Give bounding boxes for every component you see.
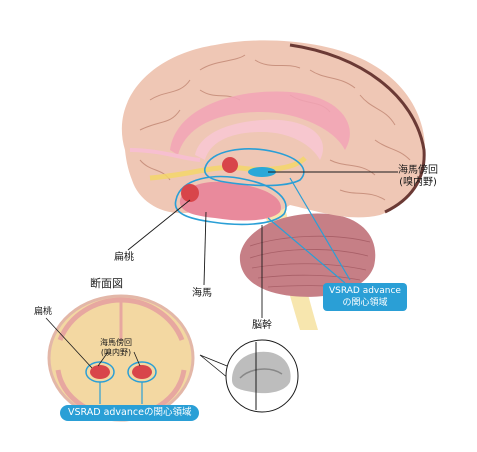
vsrad-callout: VSRAD advance の関心領域 — [323, 283, 407, 311]
pathway-yellow — [149, 156, 307, 181]
section-label-amygdala: 扁桃 — [34, 307, 53, 317]
inset-magnifier — [199, 339, 299, 413]
label-amygdala: 扁桃 — [114, 252, 134, 263]
section-label-parahippocampal: 海馬傍回 (嗅内野) — [100, 338, 132, 358]
section-label-entorhinal-text: (嗅内野) — [100, 348, 132, 357]
entorhinal-highlight — [248, 167, 276, 177]
brain-sagittal-illustration — [121, 40, 426, 330]
cerebrum-back-edge — [289, 43, 426, 214]
vsrad-section-callout: VSRAD advanceの関心領域 — [60, 405, 200, 421]
amygdala-lower — [181, 184, 199, 202]
amygdala-upper — [222, 157, 238, 173]
section-title: 断面図 — [90, 277, 123, 290]
section-label-parahippocampal-text: 海馬傍回 — [100, 338, 132, 347]
coronal-section-illustration — [45, 294, 195, 422]
vsrad-callout-line2: の関心領域 — [342, 298, 388, 308]
label-brainstem: 脳幹 — [252, 320, 272, 331]
label-hippocampus: 海馬 — [192, 288, 212, 299]
label-parahippocampal-text: 海馬傍回 — [398, 165, 438, 176]
roi-outline-hippocampus — [174, 175, 287, 226]
vsrad-callout-line1: VSRAD advance — [329, 286, 401, 296]
roi-outline-parahippocampal — [203, 148, 305, 187]
hippocampus-shape — [179, 181, 281, 221]
fornix — [195, 119, 324, 160]
corpus-callosum — [170, 91, 350, 155]
label-parahippocampal: 海馬傍回 (嗅内野) — [398, 165, 438, 189]
label-entorhinal-text: (嗅内野) — [399, 177, 437, 188]
